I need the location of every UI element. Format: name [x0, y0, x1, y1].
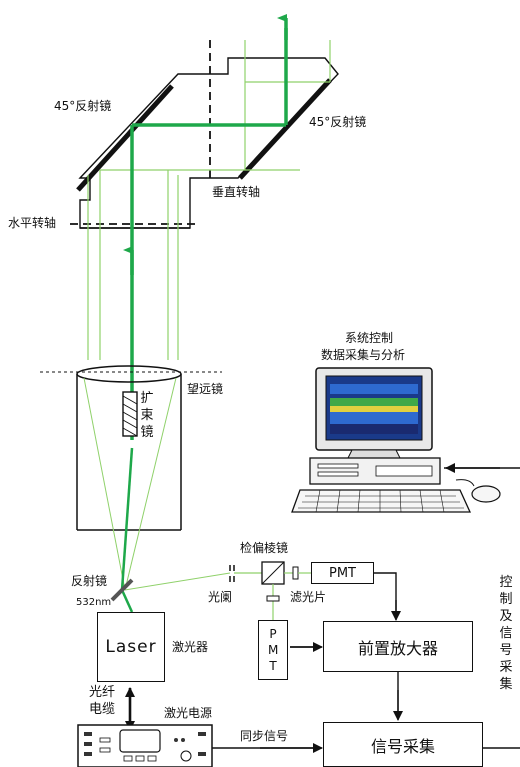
mirror-left-label: 45°反射镜: [54, 99, 112, 113]
pmt-vertical-box: PMT: [258, 620, 288, 680]
control-acq-label: 控制及信号采集: [499, 575, 513, 692]
beam-expander-label: 扩束镜: [140, 391, 154, 440]
mouse-icon: [455, 479, 501, 503]
laser-output-beam: [120, 589, 134, 613]
filter-vertical: [266, 595, 280, 602]
beam-expander: [122, 391, 138, 437]
aperture-label: 光阑: [208, 590, 233, 604]
telescope-tube: [76, 365, 182, 531]
pmt-vertical-label: PMT: [268, 627, 279, 673]
mirror-upper-left: [76, 84, 174, 192]
laser-power-supply-icon: [77, 724, 213, 767]
laser-cn-label: 激光器: [172, 640, 209, 654]
fiber-cable-label: 光纤电缆: [88, 685, 115, 717]
vertical-axis-label: 垂直转轴: [212, 185, 261, 199]
computer-icon: [309, 367, 441, 485]
signal-acq-label: 信号采集: [370, 736, 435, 756]
laser-label: Laser: [105, 637, 157, 657]
pmt-top-label: PMT: [329, 565, 356, 581]
sync-signal-label: 同步信号: [240, 729, 289, 743]
polarizer-prism-label: 检偏棱镜: [240, 541, 289, 555]
preamp-box: 前置放大器: [323, 621, 473, 672]
mirror-right-label: 45°反射镜: [309, 115, 367, 129]
system-control-label: 系统控制: [345, 331, 394, 345]
pmt-top-box: PMT: [311, 562, 374, 584]
reflector-label: 反射镜: [71, 574, 108, 588]
mirror-upper-right: [238, 78, 332, 180]
laser-box: Laser: [97, 612, 165, 682]
reflector-mirror: [110, 578, 134, 602]
receive-rays: [87, 40, 331, 360]
aperture-icon: [229, 565, 235, 582]
data-acq-label: 数据采集与分析: [321, 348, 406, 362]
transmit-beam: [130, 28, 288, 440]
keyboard-icon: [291, 489, 472, 513]
horizontal-axis-label: 水平转轴: [8, 216, 57, 230]
focus-rays: [83, 377, 231, 591]
polarizer-prism-icon: [261, 561, 285, 585]
mirror-to-expander-beam: [120, 447, 134, 591]
filter-label: 滤光片: [290, 590, 327, 604]
laser-power-label: 激光电源: [164, 706, 213, 720]
filter-horizontal: [292, 566, 299, 580]
signal-acq-box: 信号采集: [323, 722, 483, 767]
telescope-label: 望远镜: [187, 382, 224, 396]
preamp-label: 前置放大器: [357, 638, 438, 658]
wavelength-label: 532nm: [76, 597, 112, 608]
